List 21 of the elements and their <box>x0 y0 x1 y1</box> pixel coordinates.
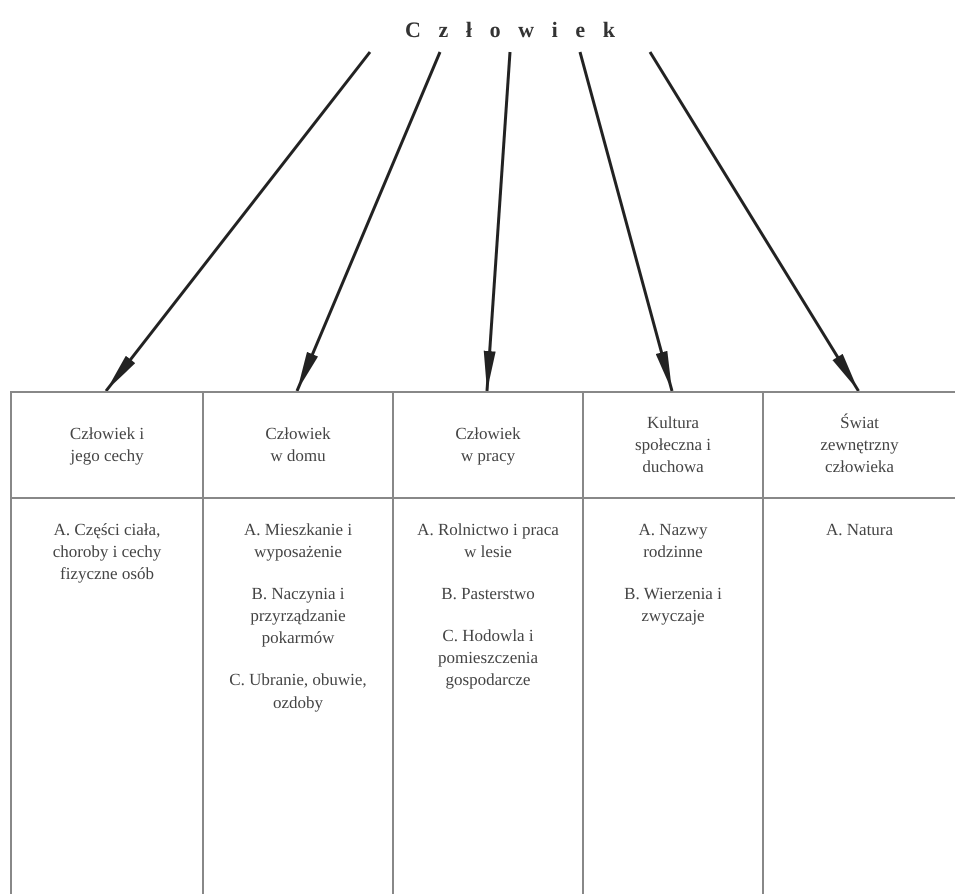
column-header: Świat zewnętrzny człowieka <box>764 393 955 499</box>
column-header: Człowiek w pracy <box>394 393 584 499</box>
column-header: Kultura społeczna i duchowa <box>584 393 764 499</box>
cell-text: B. Naczynia i przyrządzanie pokarmów <box>249 583 347 650</box>
arrow <box>484 52 512 392</box>
diagram-title: Człowiek <box>360 12 660 48</box>
arrow <box>578 52 674 392</box>
column-header: Człowiek i jego cechy <box>12 393 204 499</box>
arrow <box>648 51 860 392</box>
cell-text: A. Rolnictwo i praca w lesie <box>416 519 560 564</box>
cell-text: B. Wierzenia i zwyczaje <box>623 583 723 628</box>
arrow <box>296 51 442 392</box>
column-header: Człowiek w domu <box>204 393 394 499</box>
cell-text: A. Nazwy rodzinne <box>638 519 708 564</box>
arrow <box>104 51 372 392</box>
cell-text: A. Natura <box>826 519 894 541</box>
cell-text: C. Hodowla i pomieszczenia gospodarcze <box>436 625 540 692</box>
cell-text: A. Części ciała, choroby i cechy fizyczne osób <box>52 519 162 586</box>
cell-text: B. Pasterstwo <box>441 583 535 606</box>
cell-text: A. Mieszkanie i wyposażenie <box>242 519 354 564</box>
cell-text: C. Ubranie, obuwie, ozdoby <box>228 669 368 714</box>
